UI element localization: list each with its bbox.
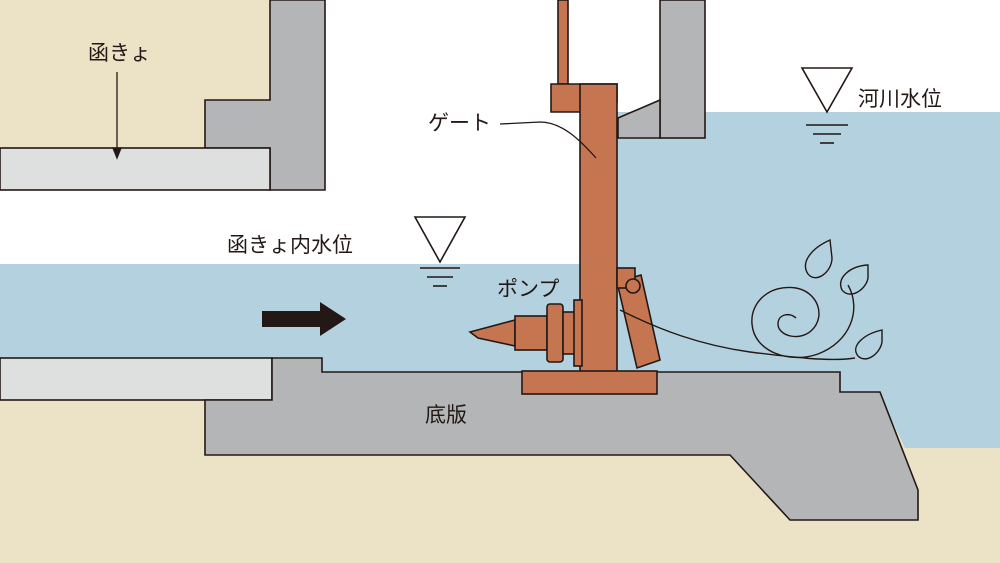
culvert-water-level-label: 函きょ内水位 [227, 233, 353, 257]
pump-motor [573, 299, 583, 367]
river-wall-slope [617, 98, 661, 139]
water [0, 112, 1000, 448]
river-water [600, 112, 1000, 448]
gate-rod [557, 0, 569, 85]
base-slab [204, 357, 919, 521]
water-droplet-icon [839, 264, 869, 295]
pump-flange [546, 303, 564, 363]
pump-body-front [514, 315, 548, 351]
base-slab-label: 底版 [425, 403, 467, 427]
culvert-top-slab [0, 147, 271, 191]
culvert-leader-arrowhead [112, 147, 122, 160]
gate-flap-hinge [625, 278, 641, 294]
swirl-icon [751, 284, 855, 359]
culvert-label: 函きょ [88, 41, 151, 65]
water-droplets [804, 238, 883, 360]
pump-label: ポンプ [497, 277, 559, 301]
pump-cable [619, 309, 856, 361]
water-droplet-icon [804, 238, 833, 279]
water-level-triangle-icon [413, 216, 467, 264]
culvert-bottom-slab [0, 357, 273, 401]
water-droplet-icon [855, 329, 883, 360]
water-level-triangle-icon [800, 67, 854, 114]
gate-label: ゲート [428, 111, 491, 135]
gate-base [521, 370, 658, 395]
culvert-water-level-marker [413, 216, 467, 287]
flow-arrow-icon [262, 302, 346, 336]
river-water-level-marker [800, 67, 854, 144]
river-water-level-label: 河川水位 [858, 87, 942, 111]
gate-leader [499, 121, 597, 159]
river-wall [659, 0, 706, 139]
pump [468, 299, 583, 367]
gate-body [579, 83, 618, 375]
leader-lines [112, 72, 597, 160]
concrete-structure [0, 0, 919, 521]
gate-assembly [521, 0, 661, 395]
